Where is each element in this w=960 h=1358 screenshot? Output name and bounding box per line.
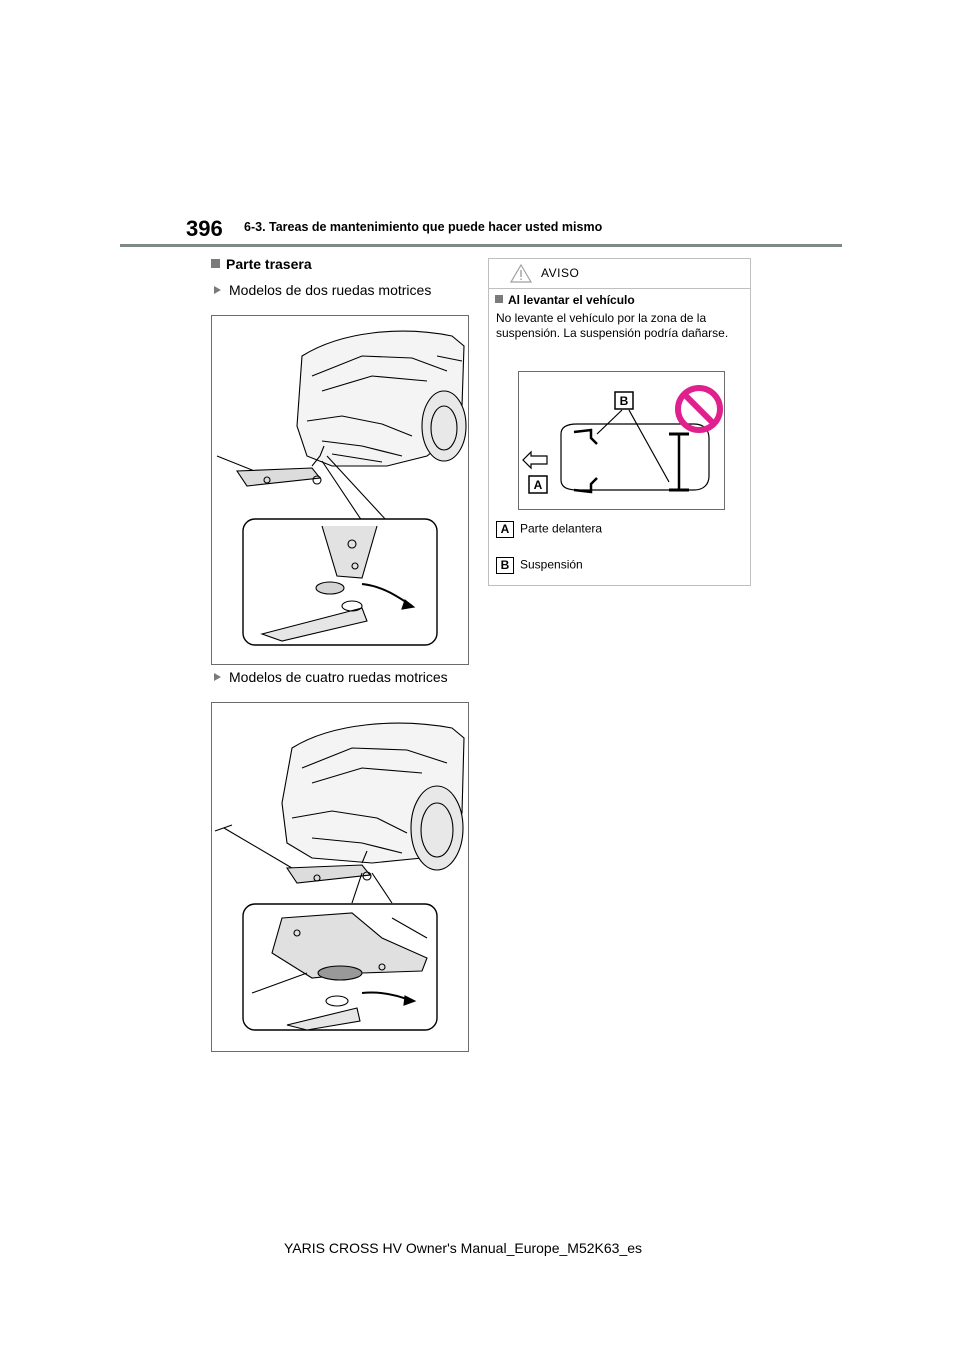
illustration-2wd <box>216 330 467 646</box>
figure-suspension-diagram: B A <box>518 371 725 510</box>
illustration-4wd <box>214 722 465 1031</box>
header-rule <box>120 244 842 247</box>
subheading-4wd: Modelos de cuatro ruedas motrices <box>214 669 448 685</box>
prohibition-icon <box>675 385 723 433</box>
figure-2wd-jack-point <box>211 315 469 665</box>
subheading-2wd: Modelos de dos ruedas motrices <box>214 282 431 298</box>
section-title: 6-3. Tareas de mantenimiento que puede h… <box>244 220 603 234</box>
square-bullet-icon <box>495 295 503 303</box>
square-bullet-icon <box>211 259 220 268</box>
triangle-bullet-icon <box>214 286 221 294</box>
warning-box: AVISO Al levantar el vehículo No levante… <box>488 258 751 586</box>
label-a: A <box>534 478 543 492</box>
warning-title: AVISO <box>541 266 580 280</box>
triangle-bullet-icon <box>214 673 221 681</box>
warning-header: AVISO <box>489 259 750 289</box>
heading-rear: Parte trasera <box>211 256 312 272</box>
footer: YARIS CROSS HV Owner's Manual_Europe_M52… <box>283 1240 643 1256</box>
figure-4wd-jack-point <box>211 702 469 1052</box>
warning-triangle-icon <box>510 264 532 283</box>
warning-subtitle: Al levantar el vehículo <box>495 293 635 307</box>
warning-text: No levante el vehículo por la zona de la… <box>496 311 729 340</box>
suspension-diagram: B A <box>522 385 723 494</box>
page-number: 396 <box>186 216 223 241</box>
label-b: B <box>620 394 629 408</box>
